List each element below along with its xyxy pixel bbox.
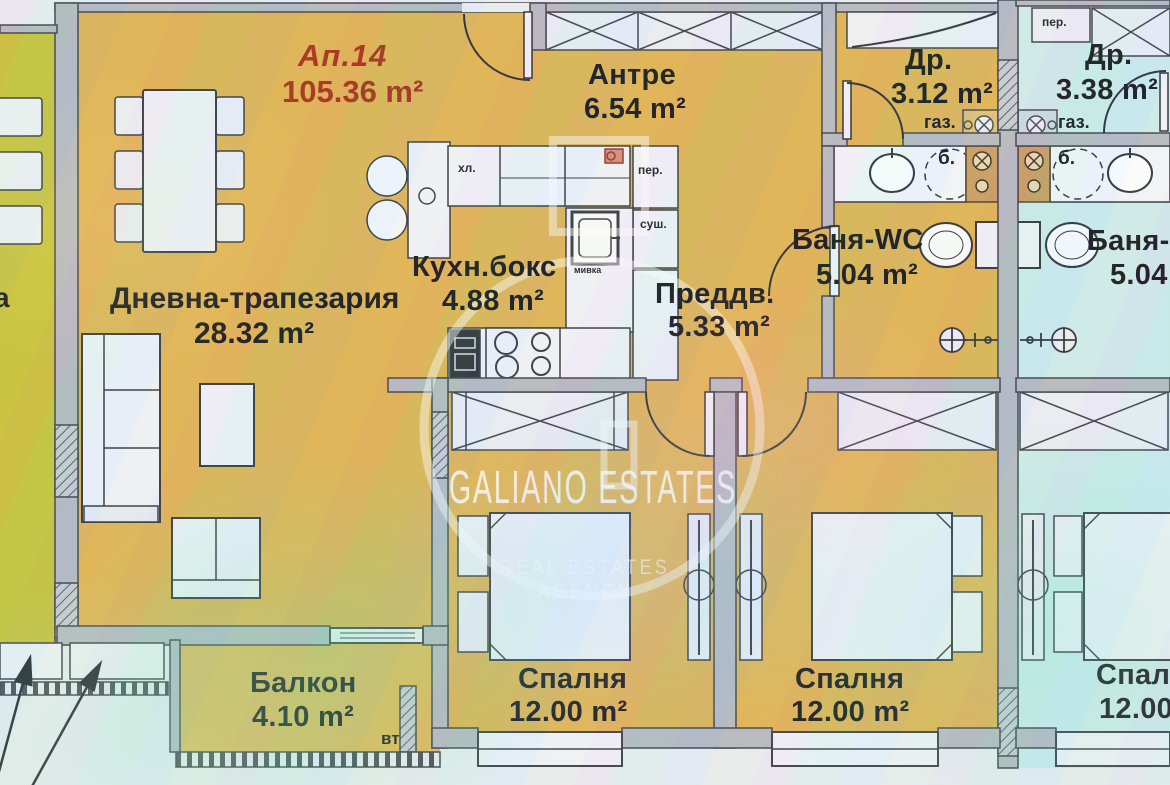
living-room-area: 28.32 m² [194,317,315,350]
bath-door-arc [768,225,840,297]
bath-sink-icon [869,153,915,193]
kitchen-counter-top [447,145,631,207]
boiler-label: б. [938,148,956,169]
hall-name: Антре [588,59,677,91]
apartment-total-area: 105.36 m² [282,74,424,109]
closet-door-arc [846,82,904,140]
neighbor-gas-label: газ. [1058,112,1090,132]
direction-arrows [0,653,103,785]
bath-area: 5.04 m² [816,259,919,291]
neighbor-left-furniture [0,97,43,245]
bed [489,512,631,661]
bathroom-fixtures [833,145,1001,269]
boiler-icon [1052,148,1104,200]
dining-chairs [114,96,245,243]
living-room-furniture [81,89,261,599]
balcony-floor [176,640,440,758]
sofa-armrest [83,505,159,523]
windows [329,627,1170,767]
neighbor-washer-box [1031,7,1091,43]
nightstand [951,591,983,653]
kitchen-stool [366,155,408,197]
balcony-name: Балкон [250,667,357,699]
bedroom2-door-arc [741,391,807,457]
balcony-area: 4.10 m² [252,701,355,733]
nightstand [951,515,983,577]
bed [1083,512,1170,661]
gas-label: газ. [924,112,956,132]
neighbor-left-cut-label: а [0,282,10,313]
vestibule-area: 5.33 m² [668,311,771,343]
neighbor-bedroom-area: 12.00 [1099,693,1170,725]
toilet-tank-icon [1015,221,1041,269]
living-room-name: Дневна-трапезария [110,282,400,315]
bedroom2-name: Спалня [795,663,905,695]
neighbor-bathroom-fixtures [1015,145,1170,269]
bath-sink-icon [1107,153,1153,193]
kitchen-tall-cabinet [407,141,451,259]
closet-name: Др. [905,44,953,76]
dryer-label: суш. [640,217,667,231]
bedroom1-door-arc [645,391,711,457]
wardrobes [451,7,1170,451]
nightstand [1053,515,1083,577]
sink-label: мивка [574,265,602,275]
neighbor-closet-name: Др. [1085,39,1133,71]
watermark-logo [419,136,765,601]
walls [0,0,1170,769]
toilet-tank-icon [975,221,1001,269]
neighbor-boiler-label: б. [1058,148,1076,169]
sofa-vertical [81,333,161,523]
kitchen-stool [366,199,408,241]
left-wall [54,2,79,646]
doors [463,11,1169,457]
watermark-brand: GALIANO ESTATES [448,461,738,513]
balcony-railing [175,751,441,768]
bedroom2-door-leaf [737,391,748,457]
kitchen-name: Кухн.бокс [412,251,557,283]
kitchen-area: 4.88 m² [442,285,545,317]
closet-door-leaf [842,80,852,140]
neighbor-washer-label: пер. [1042,15,1067,29]
bed [811,512,953,661]
entrance-landing [846,11,999,49]
fridge-label: хл. [458,161,476,175]
balcony-door [329,627,424,644]
bedroom2-area: 12.00 m² [791,696,910,728]
kitchen-units [366,141,679,381]
apartment-number: Ап.14 [298,38,388,73]
nightstand [457,515,489,577]
neighbor-bedroom-name: Спалня [1096,659,1170,691]
nightstand [457,591,489,653]
bedrooms-divider-wall [713,391,737,749]
watermark-tagline: REAL ESTATES AGENCY [499,556,671,603]
neighbor-closet-area: 3.38 m² [1056,74,1159,106]
toilet-icon [919,222,973,268]
entrance-door-leaf [523,11,533,79]
vent-symbols [939,327,1077,353]
entrance-door-arc [463,13,531,81]
hall-area: 6.54 m² [584,93,687,125]
neighbor-bath-area: 5.04 [1110,259,1168,291]
bedroom1-area: 12.00 m² [509,696,628,728]
dryer-cabinet [632,209,679,269]
bedroom1-door-leaf [704,391,715,457]
neighbor-closet-door-arc [1103,70,1167,134]
neighbor-bath-name: Баня- [1087,225,1170,257]
coffee-table [199,383,255,467]
vt-label: вт [381,729,400,748]
nightstand [1053,591,1083,653]
closet-area: 3.12 m² [891,78,994,110]
washer-label: пер. [638,163,663,177]
neighbor-closet-door-leaf [1159,72,1169,132]
bedroom-furniture [457,512,1170,661]
bath-name: Баня-WC [792,224,924,256]
dining-table [142,89,217,253]
washer-cabinet [632,145,679,209]
bedroom1-name: Спалня [518,663,628,695]
toilet-icon [1045,222,1099,268]
vestibule-name: Преддв. [655,278,775,310]
